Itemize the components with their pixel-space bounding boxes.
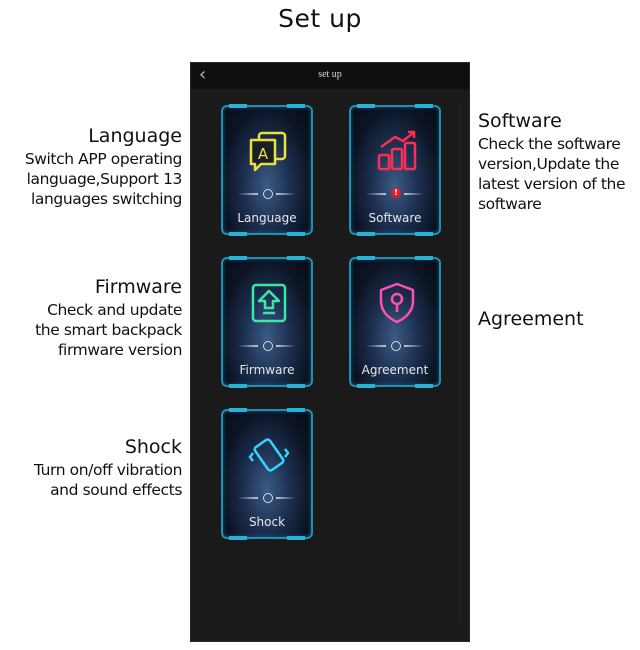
annotation-heading: Language [88, 125, 182, 147]
scrollbar[interactable] [459, 103, 461, 623]
header-title: set up [318, 69, 342, 80]
agreement-card[interactable]: Agreement [349, 256, 441, 388]
update-badge: ! [391, 188, 401, 198]
bar-chart-up-icon [377, 130, 417, 171]
annotation-heading: Agreement [478, 308, 584, 330]
annotation-language: Language Switch APP operating language,S… [2, 125, 183, 209]
chevron-left-icon[interactable]: ‹ [199, 64, 207, 85]
annotation-agreement: Agreement [478, 308, 640, 332]
language-icon: A [249, 131, 287, 172]
annotation-heading: Shock [124, 436, 182, 458]
card-label: Firmware [239, 363, 295, 377]
card-label: Shock [248, 515, 286, 529]
card-label: Language [237, 211, 297, 225]
annotation-description: Turn on/off vibration and sound effects [33, 461, 183, 499]
svg-text:A: A [258, 145, 269, 163]
page-title: Set up [278, 4, 362, 33]
card-label: Agreement [361, 363, 429, 377]
upload-icon [251, 283, 287, 323]
status-ring [263, 189, 273, 199]
annotation-shock: Shock Turn on/off vibration and sound ef… [2, 436, 183, 500]
app-header: ‹ set up [191, 63, 469, 89]
status-ring [391, 341, 401, 351]
annotation-description: Check and update the smart backpack firm… [35, 301, 182, 359]
annotation-description: Switch APP operating language,Support 13… [24, 150, 183, 208]
card-label: Software [368, 211, 422, 225]
annotation-description: Check the software version,Update the la… [478, 135, 626, 213]
app-screen: ‹ set up A Language ! Software [190, 62, 470, 642]
shield-key-icon [379, 282, 415, 324]
language-card[interactable]: A Language [221, 104, 313, 236]
vibrate-phone-icon [248, 438, 290, 472]
shock-card[interactable]: Shock [221, 408, 313, 540]
software-card[interactable]: ! Software [349, 104, 441, 236]
annotation-heading: Firmware [94, 276, 182, 298]
status-ring [263, 341, 273, 351]
annotation-software: Software Check the software version,Upda… [478, 110, 640, 214]
firmware-card[interactable]: Firmware [221, 256, 313, 388]
annotation-heading: Software [478, 110, 562, 132]
annotation-firmware: Firmware Check and update the smart back… [2, 276, 182, 360]
status-ring [263, 493, 273, 503]
